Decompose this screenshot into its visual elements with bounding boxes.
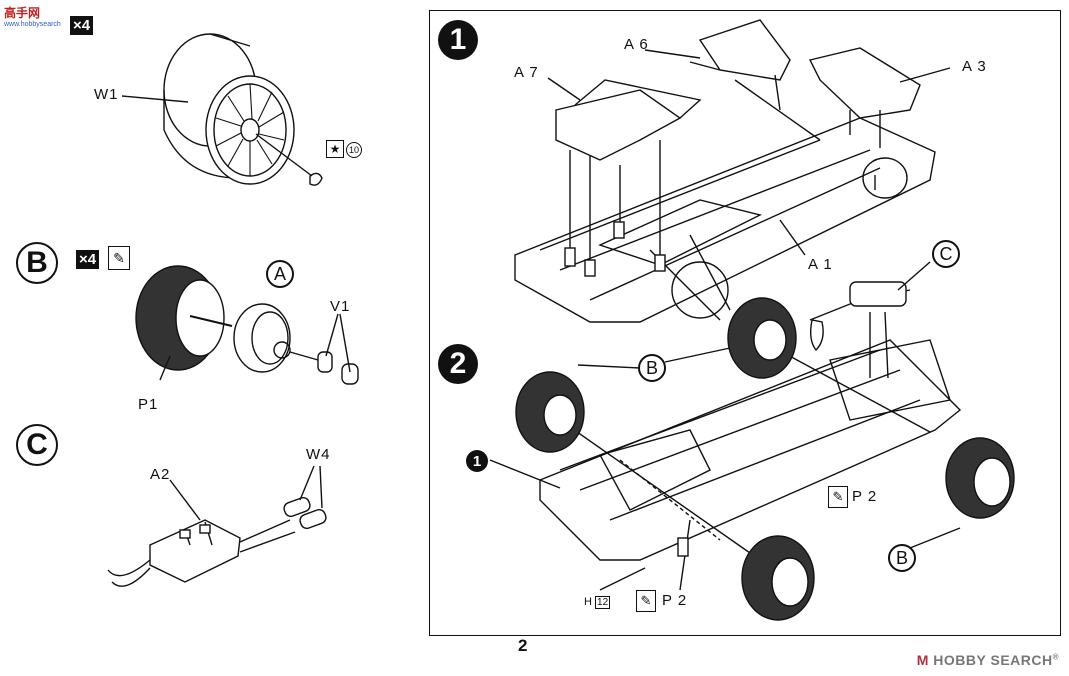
step2-circle-b-left: B	[638, 354, 666, 382]
label-w1: W1	[94, 86, 119, 103]
watermark-registered: ®	[1052, 652, 1059, 662]
site-logo-sub: www.hobbysearch	[4, 21, 61, 28]
label-a3: A 3	[962, 58, 987, 75]
circle-label-c: C	[16, 424, 58, 466]
step2-circle-c: C	[932, 240, 960, 268]
tire-drawing	[135, 265, 359, 385]
exhaust-drawing	[107, 465, 327, 587]
decal-number: 10	[346, 142, 362, 158]
step1-chassis-drawing	[514, 19, 951, 323]
label-h-number: 12	[595, 596, 611, 609]
paint-icon-bottom: ✎	[636, 590, 656, 612]
label-v1: V1	[330, 298, 351, 315]
site-logo-text: 高手网	[4, 6, 41, 20]
decal-star-icon: ★	[326, 140, 344, 158]
label-a2: A2	[150, 466, 171, 483]
step2-number: 2	[438, 344, 478, 384]
label-h-letter: H	[584, 596, 592, 608]
page-number: 2	[518, 636, 528, 655]
watermark: M HOBBY SEARCH®	[917, 652, 1059, 668]
wheel-qty-badge: ×4	[70, 16, 94, 35]
tire-qty-badge: ×4	[76, 250, 100, 269]
label-w4: W4	[306, 446, 331, 463]
site-logo: 高手网 www.hobbysearch	[4, 4, 61, 28]
circle-label-b: B	[16, 242, 58, 284]
step2-chassis-drawing	[489, 261, 1015, 621]
step2-marker-1: 1	[466, 450, 488, 472]
label-p2-right: P 2	[852, 488, 878, 505]
circle-label-a: A	[266, 260, 294, 288]
wheel-w1-drawing	[121, 33, 323, 186]
step1-number: 1	[438, 20, 478, 60]
label-p2-bottom: P 2	[662, 592, 688, 609]
watermark-mark: M	[916, 652, 929, 668]
label-p1: P1	[138, 396, 159, 413]
label-a1: A 1	[808, 256, 833, 273]
step-frame	[429, 10, 1061, 636]
label-a6: A 6	[624, 36, 649, 53]
label-h: H 12	[584, 596, 611, 609]
step2-circle-b-right: B	[888, 544, 916, 572]
glue-icon: ✎	[108, 246, 130, 270]
paint-icon-right: ✎	[828, 486, 848, 508]
watermark-text: HOBBY SEARCH	[933, 652, 1053, 668]
label-a7: A 7	[514, 64, 539, 81]
